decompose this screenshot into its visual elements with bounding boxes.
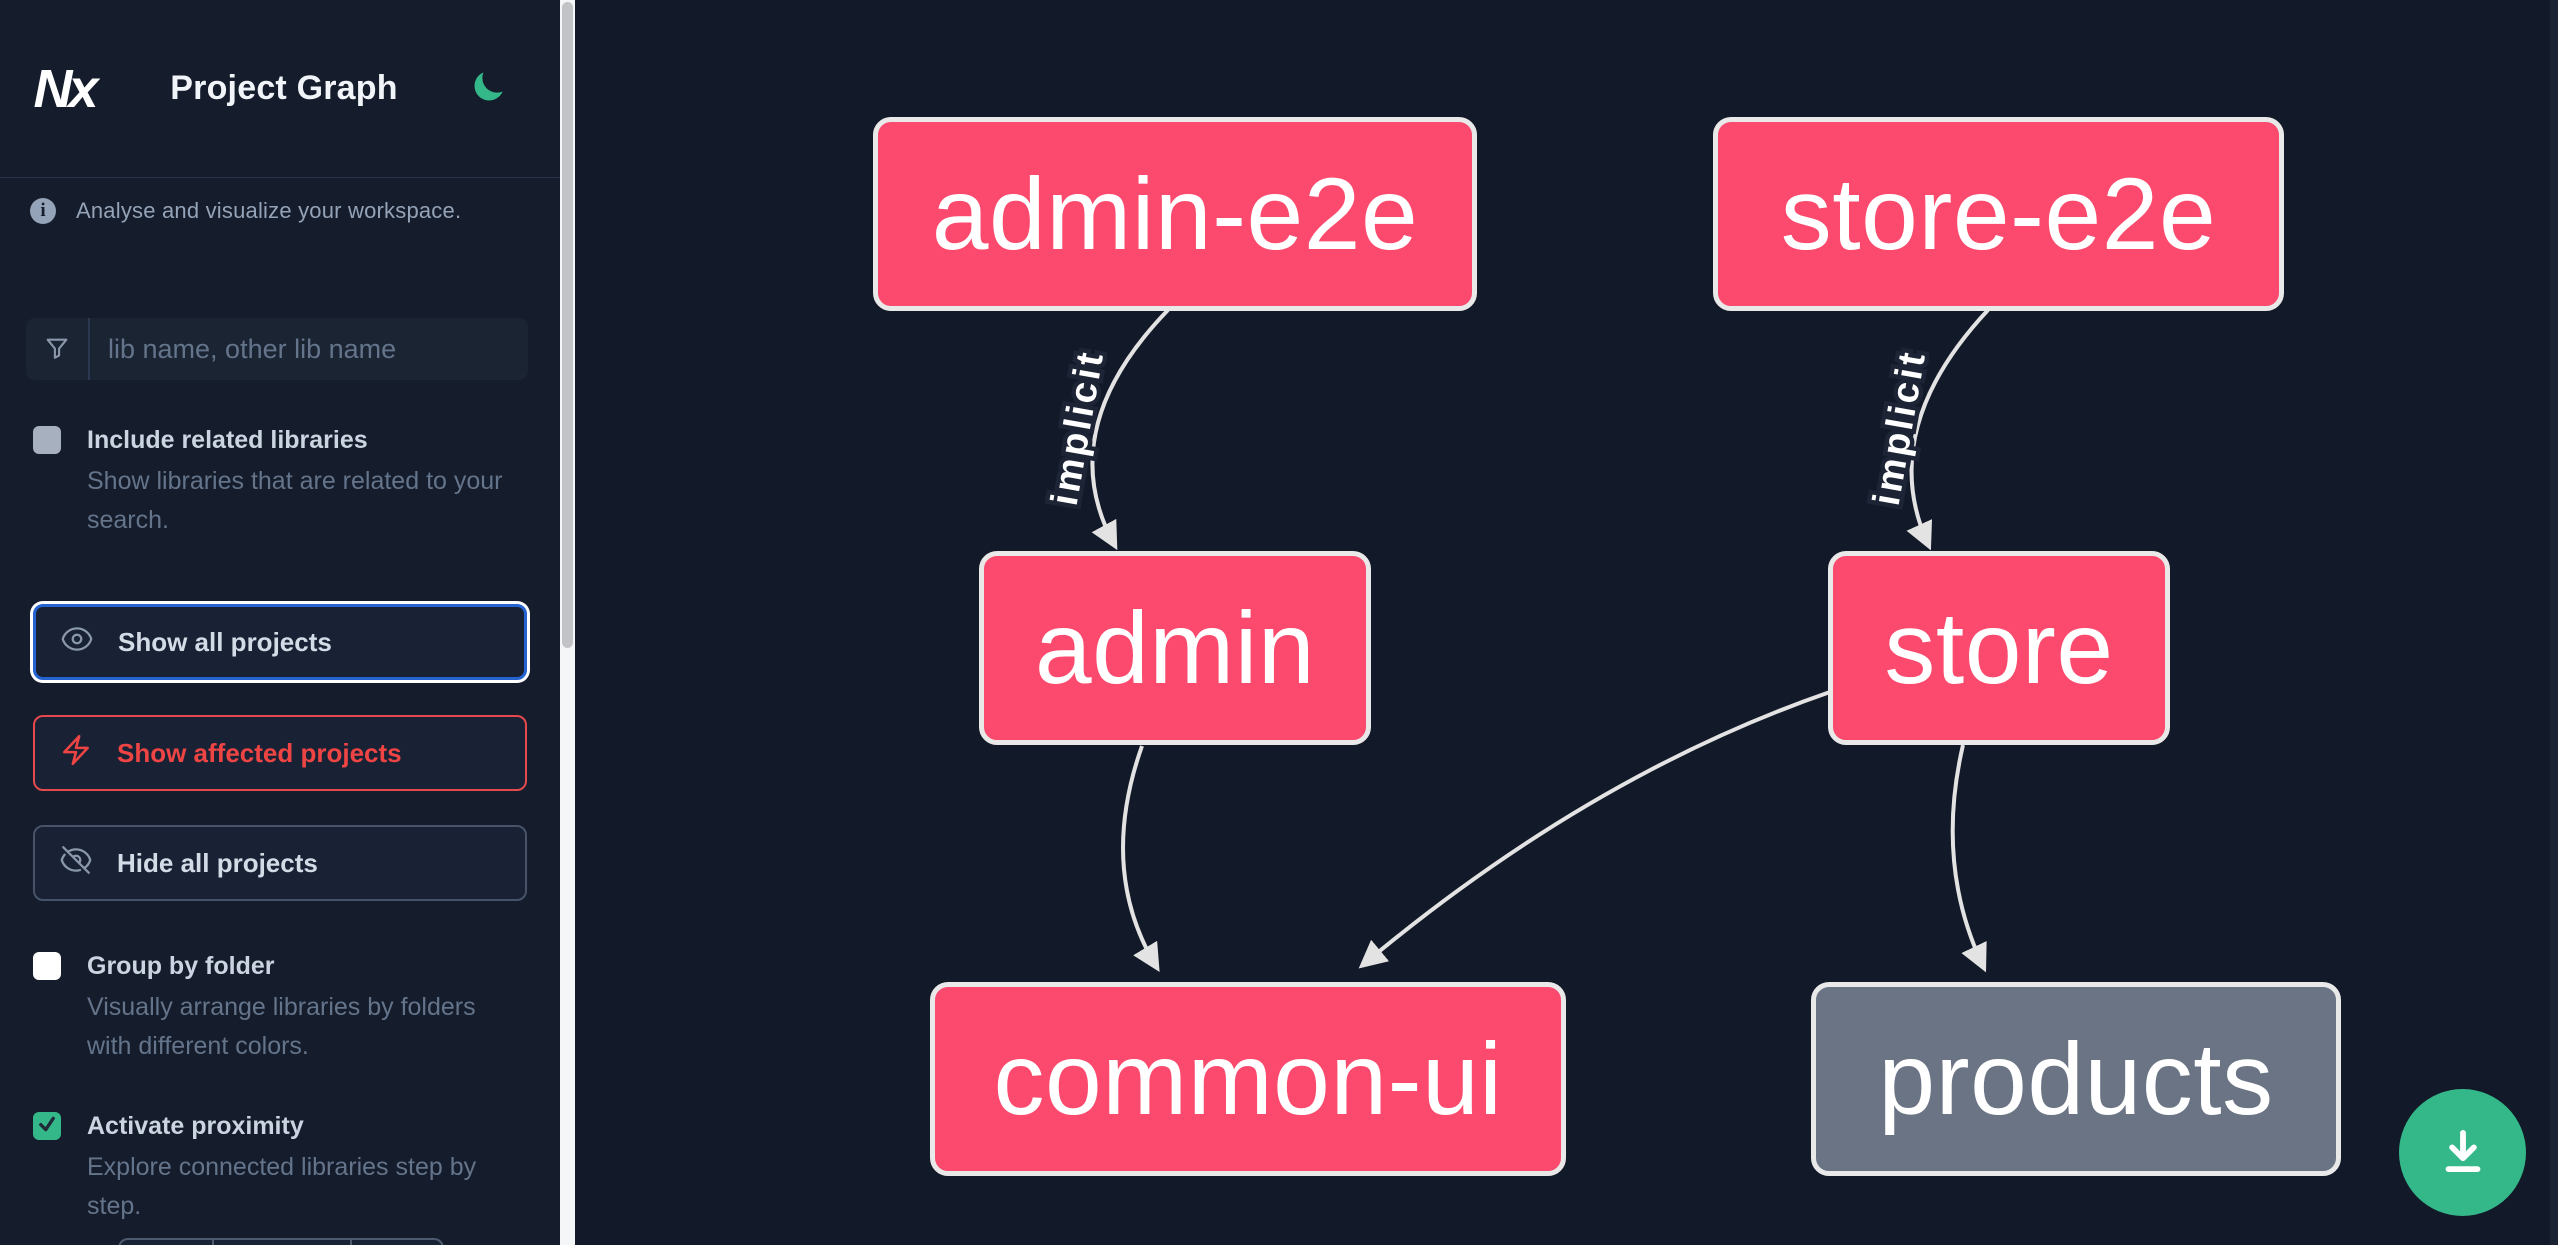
edge-store-to-common-ui [1358,690,1831,969]
edge-label-implicit: implicit [1866,347,1935,509]
stepper-increment[interactable] [350,1240,442,1245]
graph-node-products[interactable]: products [1811,982,2341,1176]
graph-scrollbar-track [2550,0,2558,1245]
edge-label-implicit: implicit [1044,347,1113,509]
sidebar-scrollbar-thumb[interactable] [562,2,573,648]
search-box [26,318,528,380]
edge-admin-e2e-to-admin [1090,308,1170,551]
toggle-label[interactable]: Include related libraries [87,426,368,454]
graph-node-admin-e2e[interactable]: admin-e2e [873,117,1477,311]
search-input[interactable] [90,318,528,380]
graph-node-store[interactable]: store [1828,551,2170,745]
sidebar-scrollbar-track [560,0,575,1245]
eye-slash-icon [59,843,93,884]
edge-store-to-products [1950,744,1987,973]
workspace-info: i Analyse and visualize your workspace. [30,198,461,224]
graph-node-store-e2e[interactable]: store-e2e [1713,117,2284,311]
toggle-label[interactable]: Activate proximity [87,1112,304,1140]
eye-icon [60,622,94,663]
edge-store-e2e-to-store [1906,308,1990,551]
dark-mode-toggle[interactable] [468,69,508,109]
checkbox-group-by-folder[interactable] [33,952,61,980]
toggle-include-related-libraries: Include related libraries Show libraries… [33,424,509,540]
button-label: Show affected projects [117,737,402,768]
filter-icon [26,318,90,380]
download-icon [2434,1122,2492,1183]
sidebar-header: Nx Project Graph [0,0,560,178]
info-icon: i [30,198,56,224]
lightning-bolt-icon [59,733,93,774]
download-graph-button[interactable] [2399,1089,2526,1216]
show-affected-projects-button[interactable]: Show affected projects [33,715,527,791]
sidebar: Nx Project Graph i Analyse and visualize… [0,0,560,1245]
edge-admin-to-common-ui [1121,745,1160,972]
hide-all-projects-button[interactable]: Hide all projects [33,825,527,901]
toggle-description: Visually arrange libraries by folders wi… [87,993,476,1060]
toggle-description: Explore connected libraries step by step… [87,1153,477,1220]
nx-logo-icon: Nx [33,58,98,119]
stepper-value [212,1240,350,1245]
toggle-group-by-folder: Group by folder Visually arrange librari… [33,950,509,1066]
toggle-label[interactable]: Group by folder [87,952,275,980]
checkbox-activate-proximity[interactable] [33,1112,61,1140]
button-label: Show all projects [118,626,332,657]
moon-icon [470,69,506,108]
toggle-activate-proximity: Activate proximity Explore connected lib… [33,1110,509,1226]
toggle-description: Show libraries that are related to your … [87,467,503,534]
graph-node-common-ui[interactable]: common-ui [930,982,1566,1176]
page-title: Project Graph [170,69,398,107]
checkmark-icon [37,1114,57,1139]
show-all-projects-button[interactable]: Show all projects [33,604,527,680]
graph-node-admin[interactable]: admin [979,551,1371,745]
info-text: Analyse and visualize your workspace. [76,198,462,223]
button-label: Hide all projects [117,847,318,878]
checkbox-include-related[interactable] [33,426,61,454]
